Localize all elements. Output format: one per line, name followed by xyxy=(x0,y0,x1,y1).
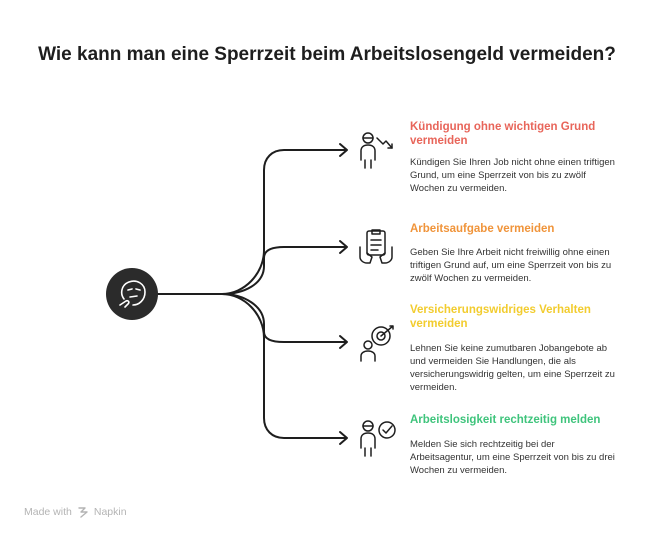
item-3-text: Lehnen Sie keine zumutbaren Jobangebote … xyxy=(410,343,615,393)
branch-line-3 xyxy=(157,293,347,343)
footer-made-with: Made with xyxy=(24,506,72,518)
napkin-logo-icon xyxy=(78,507,88,518)
branch-line-4 xyxy=(157,293,347,439)
item-1-heading: Kündigung ohne wichtigen Grund vermeiden xyxy=(410,121,596,147)
footer-brand: Napkin xyxy=(93,506,127,518)
arrowhead-4 xyxy=(339,431,348,445)
person-trend-down-icon xyxy=(360,132,393,169)
branch-line-2 xyxy=(157,246,347,295)
item-4-text: Melden Sie sich rechtzeitig bei der Arbe… xyxy=(410,439,615,476)
thinking-face-icon xyxy=(119,280,146,308)
item-1-text: Kündigen Sie Ihren Job nicht ohne einen … xyxy=(410,157,615,194)
hands-clipboard-icon xyxy=(359,229,393,264)
item-2-text: Geben Sie Ihre Arbeit nicht freiwillig o… xyxy=(410,247,612,284)
central-hub xyxy=(106,268,158,320)
item-4-heading: Arbeitslosigkeit rechtzeitig melden xyxy=(410,414,601,426)
arrowhead-2 xyxy=(339,240,348,254)
footer-attribution: Made with Napkin xyxy=(24,506,127,518)
arrowhead-1 xyxy=(339,143,348,157)
page-title: Wie kann man eine Sperrzeit beim Arbeits… xyxy=(38,44,616,65)
item-3-heading: Versicherungswidriges Verhalten vermeide… xyxy=(410,304,591,330)
item-2-heading: Arbeitsaufgabe vermeiden xyxy=(410,223,555,235)
person-check-icon xyxy=(360,420,396,457)
branch-line-1 xyxy=(157,149,347,295)
person-target-icon xyxy=(360,325,394,362)
arrowhead-3 xyxy=(339,335,348,349)
